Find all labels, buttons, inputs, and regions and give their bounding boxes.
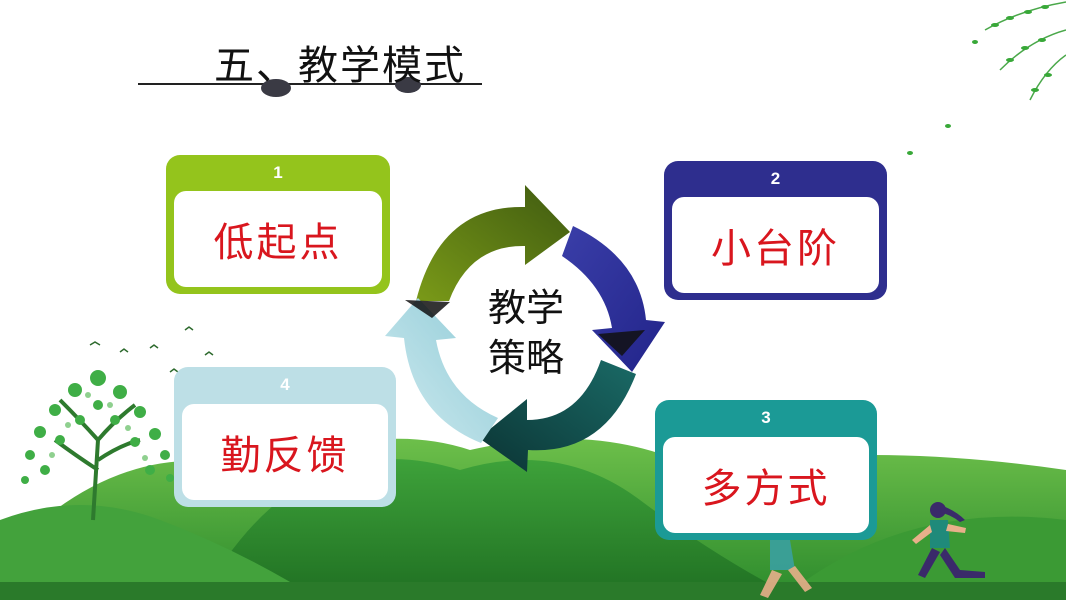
card-1-label: 低起点 [213, 220, 343, 266]
runner-icon [760, 502, 985, 598]
card-4-number: 4 [280, 375, 290, 394]
card-2-number: 2 [770, 169, 781, 188]
card-2-label: 小台阶 [711, 226, 840, 272]
cycle-center-label: 教学 策略 [476, 283, 576, 383]
arrow-top-left [416, 185, 570, 301]
card-4: 4 勤反馈 [174, 367, 396, 507]
card-1-number: 1 [273, 163, 283, 182]
arrow-bottom-right [479, 360, 636, 472]
center-line-1: 教学 [487, 286, 564, 330]
leaf-branch-icon [907, 1, 1066, 155]
card-3-body: 多方式 [663, 437, 869, 533]
arrow-bottom-left [385, 298, 498, 443]
tree-icon [21, 370, 174, 521]
card-4-body: 勤反馈 [182, 404, 388, 500]
card-1: 1 低起点 [166, 155, 390, 294]
card-2: 2 小台阶 [664, 161, 887, 300]
arrow-top-right [562, 226, 665, 372]
card-1-body: 低起点 [174, 191, 382, 287]
cycle-diagram [385, 185, 665, 472]
card-4-label: 勤反馈 [220, 433, 350, 479]
hills [0, 438, 1066, 600]
slide-title: 五、教学模式 [214, 43, 466, 89]
card-2-body: 小台阶 [672, 197, 879, 293]
center-line-2: 策略 [487, 336, 564, 380]
birds [89, 326, 214, 373]
title-underline [138, 77, 482, 97]
card-3-label: 多方式 [701, 466, 831, 512]
card-3: 3 多方式 [655, 400, 877, 540]
card-3-number: 3 [761, 408, 771, 427]
